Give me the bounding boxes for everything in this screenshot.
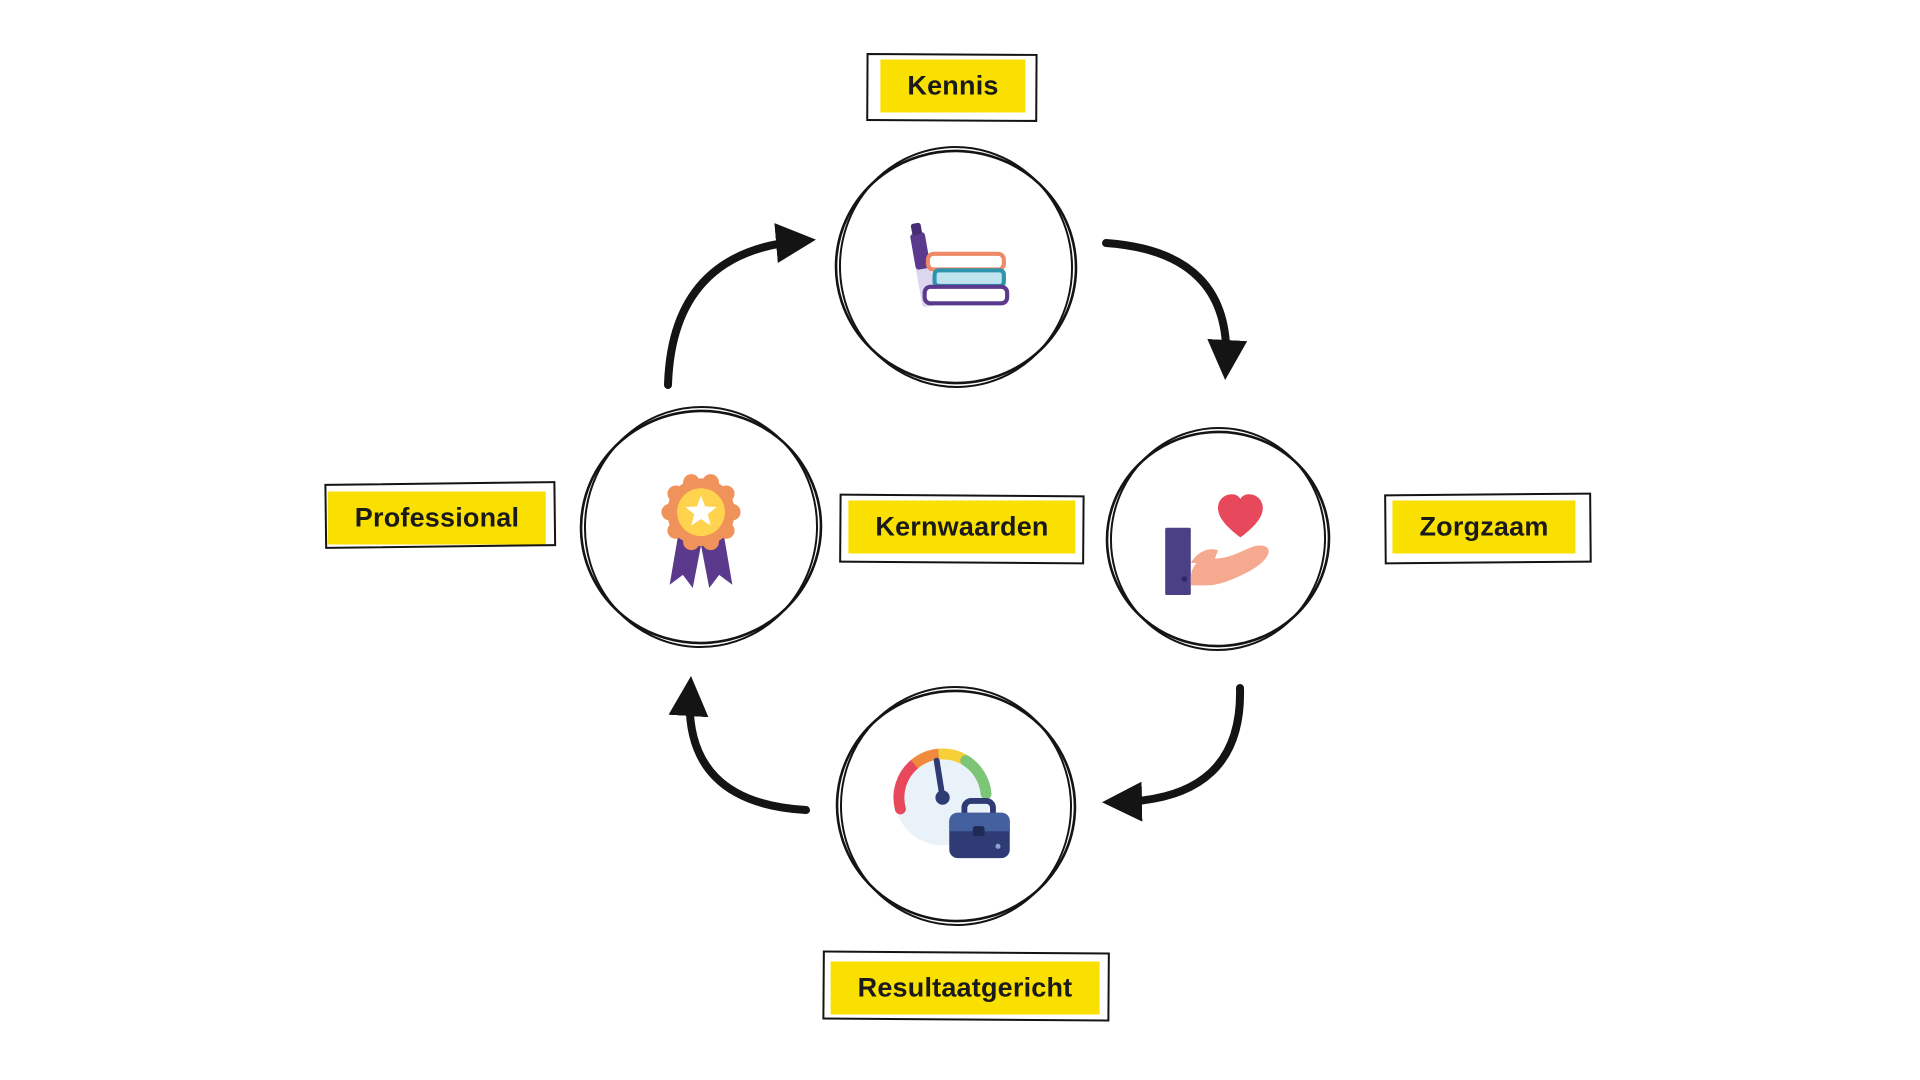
label-professional: Professional bbox=[324, 481, 557, 549]
label-resultaatgericht-text: Resultaatgericht bbox=[830, 961, 1100, 1015]
briefcase bbox=[949, 798, 1010, 859]
label-zorgzaam: Zorgzaam bbox=[1384, 492, 1592, 565]
arrow-professional-to-kennis bbox=[664, 223, 816, 389]
zorgzaam-circle bbox=[1105, 427, 1331, 651]
node-professional bbox=[573, 399, 829, 655]
node-kennis bbox=[828, 139, 1084, 395]
arrow-kennis-to-zorgzaam bbox=[1102, 239, 1248, 380]
label-kennis: Kennis bbox=[866, 53, 1038, 122]
hand bbox=[1190, 545, 1269, 586]
node-resultaatgericht bbox=[828, 678, 1084, 934]
award-ribbon-icon bbox=[619, 445, 784, 610]
arrow-zorgzaam-to-resultaatgericht bbox=[1102, 684, 1245, 822]
speedometer-briefcase-icon bbox=[872, 722, 1040, 890]
heart-in-hand-icon bbox=[1138, 459, 1298, 619]
sleeve bbox=[1165, 527, 1191, 595]
label-resultaatgericht: Resultaatgericht bbox=[822, 950, 1110, 1022]
node-zorgzaam bbox=[1099, 420, 1337, 658]
books-stack bbox=[922, 251, 1010, 306]
label-professional-text: Professional bbox=[327, 491, 547, 545]
arrow-resultaatgericht-to-professional bbox=[668, 676, 810, 814]
heart bbox=[1218, 494, 1263, 538]
label-kernwaarden-center: Kernwaarden bbox=[839, 493, 1085, 565]
label-zorgzaam-text: Zorgzaam bbox=[1392, 500, 1576, 554]
star bbox=[685, 495, 717, 526]
label-kernwaarden-text: Kernwaarden bbox=[848, 500, 1076, 554]
label-kennis-text: Kennis bbox=[880, 59, 1026, 113]
books-icon bbox=[874, 185, 1039, 350]
